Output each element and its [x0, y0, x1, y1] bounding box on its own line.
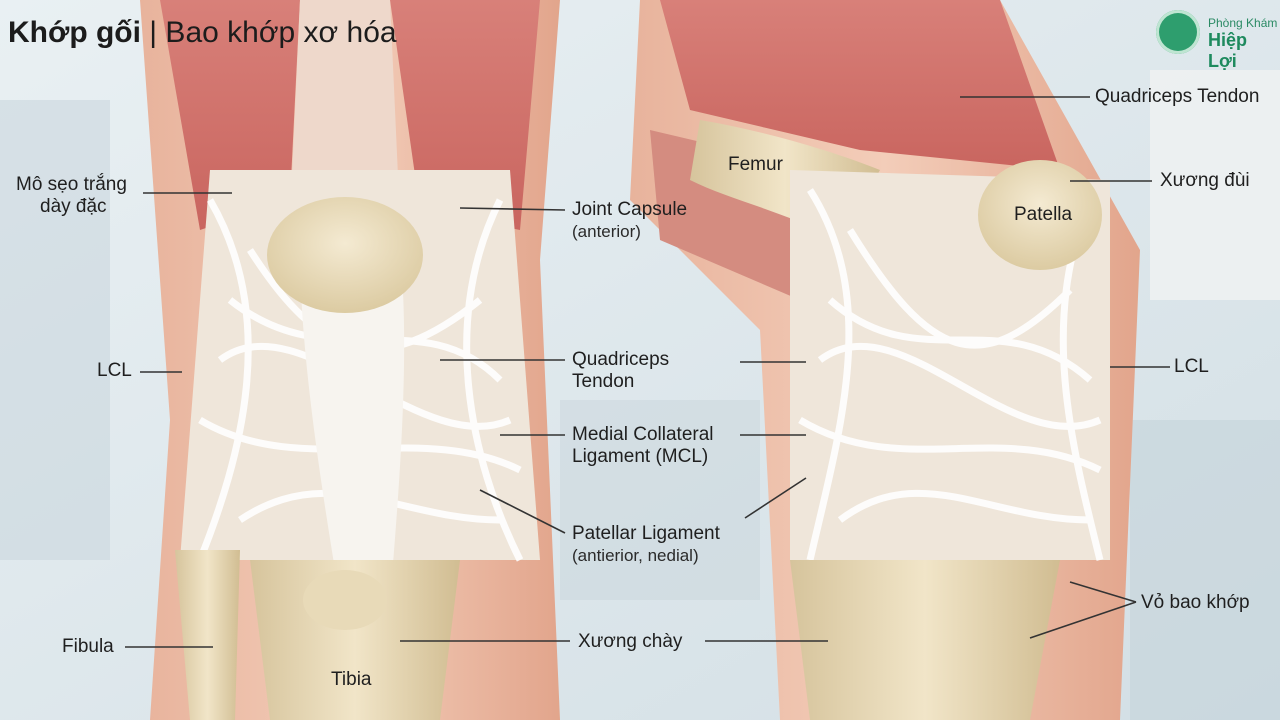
lateral-knee-view [630, 0, 1140, 720]
label-joint-capsule-line2: (anterior) [572, 222, 641, 241]
label-patellar-ligament-line2: (antierior, nedial) [572, 546, 699, 565]
label-patellar-ligament: Patellar Ligament (antierior, nedial) [572, 523, 720, 567]
clinic-brand: Phòng Khám Hiệp Lợi [1208, 16, 1280, 72]
label-patella: Patella [1014, 204, 1073, 225]
tibia-lateral [790, 560, 1060, 720]
label-fibula: Fibula [62, 636, 114, 657]
label-lcl-left: LCL [97, 360, 132, 381]
clinic-logo-icon [1156, 10, 1200, 54]
leader-lines [125, 96, 1170, 648]
label-mo-seo: Mô sẹo trắng dày đặc [16, 174, 127, 218]
tibia-bone [250, 560, 460, 720]
title-rest: | Bao khớp xơ hóa [140, 16, 397, 49]
label-joint-capsule-line1: Joint Capsule [572, 199, 688, 220]
label-femur: Femur [728, 154, 783, 175]
label-mcl-line2: Ligament (MCL) [572, 446, 709, 467]
label-xuong-dui: Xương đùi [1160, 170, 1250, 191]
label-tibia: Tibia [331, 669, 372, 690]
label-mcl: Medial Collateral Ligament (MCL) [572, 424, 714, 468]
label-quad-tendon-right: Quadriceps Tendon [1095, 86, 1260, 107]
label-xuong-chay: Xương chày [578, 631, 683, 652]
fibula-bone [175, 550, 240, 720]
patella-anterior [267, 197, 423, 313]
anterior-knee-view [140, 0, 560, 720]
label-mcl-line1: Medial Collateral [572, 424, 714, 445]
label-quad-tendon-center-line1: Quadriceps [572, 349, 670, 370]
label-patellar-ligament-line1: Patellar Ligament [572, 523, 720, 544]
brand-small: Phòng Khám [1208, 16, 1278, 30]
label-joint-capsule: Joint Capsule (anterior) [572, 199, 687, 243]
label-mo-seo-line1: Mô sẹo trắng [16, 174, 127, 195]
patella-lateral [978, 160, 1102, 270]
page-title: Khớp gối | Bao khớp xơ hóa [8, 16, 397, 50]
label-quad-tendon-center-line2: Tendon [572, 371, 635, 392]
label-quad-tendon-center: Quadriceps Tendon [572, 349, 669, 393]
title-bold: Khớp gối [8, 16, 141, 49]
label-mo-seo-line2: dày đặc [40, 196, 107, 217]
label-vo-bao-khop: Vỏ bao khớp [1141, 592, 1250, 613]
label-lcl-right: LCL [1174, 356, 1209, 377]
brand-name: Hiệp Lợi [1208, 30, 1248, 71]
